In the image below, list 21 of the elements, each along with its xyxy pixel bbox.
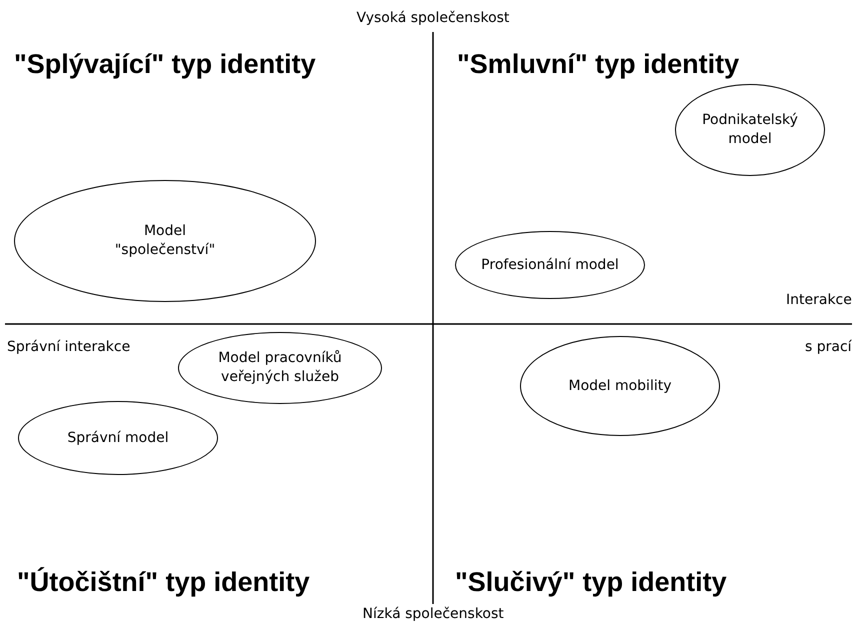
axis-label: Vysoká společenskost: [356, 10, 510, 27]
model-label: Model pracovníků veřejných služeb: [217, 349, 343, 387]
axis-label: Správní interakce: [7, 339, 130, 356]
axis-label: Interakce: [786, 292, 852, 309]
model-ellipse: [18, 401, 218, 475]
quadrant-heading: "Slučivý" typ identity: [455, 566, 727, 598]
quadrant-heading: "Splývající" typ identity: [14, 48, 316, 80]
axis-label: s prací: [805, 339, 852, 356]
model-ellipse: [455, 231, 645, 299]
model-label: Podnikatelský model: [701, 111, 799, 149]
model-label: Model "společenství": [114, 222, 216, 260]
model-ellipse: [675, 84, 825, 176]
model-label: Profesionální model: [481, 256, 619, 274]
model-label: Model mobility: [568, 376, 672, 396]
axis-label: Nízká společenskost: [362, 606, 504, 623]
model-label: Správní model: [67, 428, 169, 448]
model-ellipse: [178, 332, 382, 404]
quadrant-heading: "Útočištní" typ identity: [17, 566, 310, 598]
model-ellipse: [520, 336, 720, 436]
quadrant-heading: "Smluvní" typ identity: [457, 48, 740, 80]
model-ellipse: [14, 180, 316, 302]
